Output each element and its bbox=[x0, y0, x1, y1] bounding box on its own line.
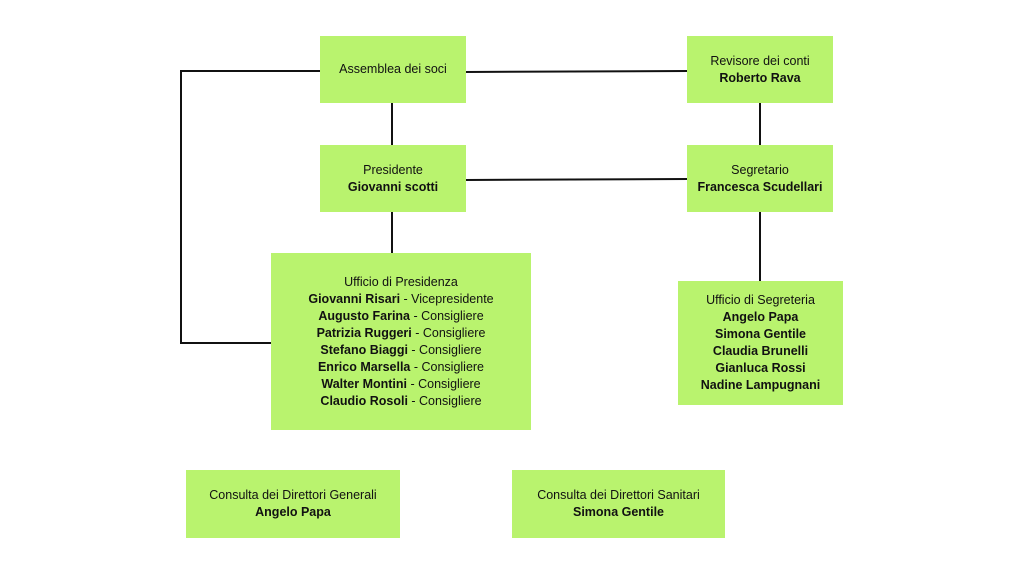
consulta-sanitari-name: Simona Gentile bbox=[573, 505, 664, 519]
box-consulta-direttori-generali: Consulta dei Direttori Generali Angelo P… bbox=[186, 470, 400, 538]
connector-presidente-segretario bbox=[464, 177, 689, 182]
member-role: - Consigliere bbox=[410, 308, 484, 323]
member-role: - Consigliere bbox=[407, 376, 481, 391]
member-name: Patrizia Ruggeri bbox=[316, 325, 412, 340]
box-consulta-direttori-sanitari: Consulta dei Direttori Sanitari Simona G… bbox=[512, 470, 725, 538]
connector-assemblea-revisore bbox=[464, 69, 689, 74]
member-name: Claudio Rosoli bbox=[320, 393, 408, 408]
consulta-generali-name: Angelo Papa bbox=[255, 505, 331, 519]
assemblea-title: Assemblea dei soci bbox=[339, 62, 447, 76]
presidenza-member: Claudio Rosoli - Consigliere bbox=[320, 393, 481, 410]
presidenza-member: Giovanni Risari - Vicepresidente bbox=[308, 291, 493, 308]
member-name: Augusto Farina bbox=[318, 308, 411, 323]
segretario-title: Segretario bbox=[731, 162, 789, 177]
consulta-sanitari-title: Consulta dei Direttori Sanitari bbox=[537, 488, 700, 502]
member-role: - Vicepresidente bbox=[400, 291, 494, 306]
segreteria-member: Nadine Lampugnani bbox=[700, 378, 821, 392]
member-name: Walter Montini bbox=[321, 376, 407, 391]
member-role: - Consigliere bbox=[410, 359, 485, 374]
presidente-title: Presidente bbox=[363, 162, 423, 177]
connector-assemblea-presidenza bbox=[180, 70, 321, 344]
box-assemblea-dei-soci: Assemblea dei soci bbox=[320, 36, 466, 103]
consulta-generali-title: Consulta dei Direttori Generali bbox=[209, 488, 377, 502]
presidenza-member: Patrizia Ruggeri - Consigliere bbox=[317, 325, 486, 342]
segreteria-member: Simona Gentile bbox=[715, 327, 806, 341]
segreteria-member: Claudia Brunelli bbox=[712, 344, 809, 358]
presidenza-title: Ufficio di Presidenza bbox=[344, 274, 458, 289]
segreteria-member: Angelo Papa bbox=[722, 310, 799, 324]
box-revisore-dei-conti: Revisore dei conti Roberto Rava bbox=[687, 36, 833, 103]
box-segretario: Segretario Francesca Scudellari bbox=[687, 145, 833, 212]
member-name: Stefano Biaggi bbox=[320, 342, 408, 357]
presidenza-member: Augusto Farina - Consigliere bbox=[318, 308, 483, 325]
member-name: Giovanni Risari bbox=[308, 291, 401, 306]
presidenza-member: Walter Montini - Consigliere bbox=[321, 376, 480, 393]
presidenza-member: Stefano Biaggi - Consigliere bbox=[320, 342, 481, 359]
member-role: - Consigliere bbox=[407, 342, 482, 357]
presidenza-member: Enrico Marsella - Consigliere bbox=[318, 359, 484, 376]
presidente-name: Giovanni scotti bbox=[347, 179, 439, 194]
revisore-name: Roberto Rava bbox=[719, 70, 801, 85]
segreteria-member: Gianluca Rossi bbox=[715, 361, 806, 375]
box-ufficio-di-segreteria: Ufficio di Segreteria Angelo Papa Simona… bbox=[678, 281, 843, 405]
box-presidente: Presidente Giovanni scotti bbox=[320, 145, 466, 212]
segretario-name: Francesca Scudellari bbox=[697, 179, 823, 194]
segreteria-title: Ufficio di Segreteria bbox=[706, 293, 815, 307]
member-role: - Consigliere bbox=[411, 325, 486, 340]
revisore-title: Revisore dei conti bbox=[710, 53, 810, 68]
member-role: - Consigliere bbox=[407, 393, 482, 408]
box-ufficio-di-presidenza: Ufficio di Presidenza Giovanni Risari - … bbox=[271, 253, 531, 430]
member-name: Enrico Marsella bbox=[317, 359, 411, 374]
